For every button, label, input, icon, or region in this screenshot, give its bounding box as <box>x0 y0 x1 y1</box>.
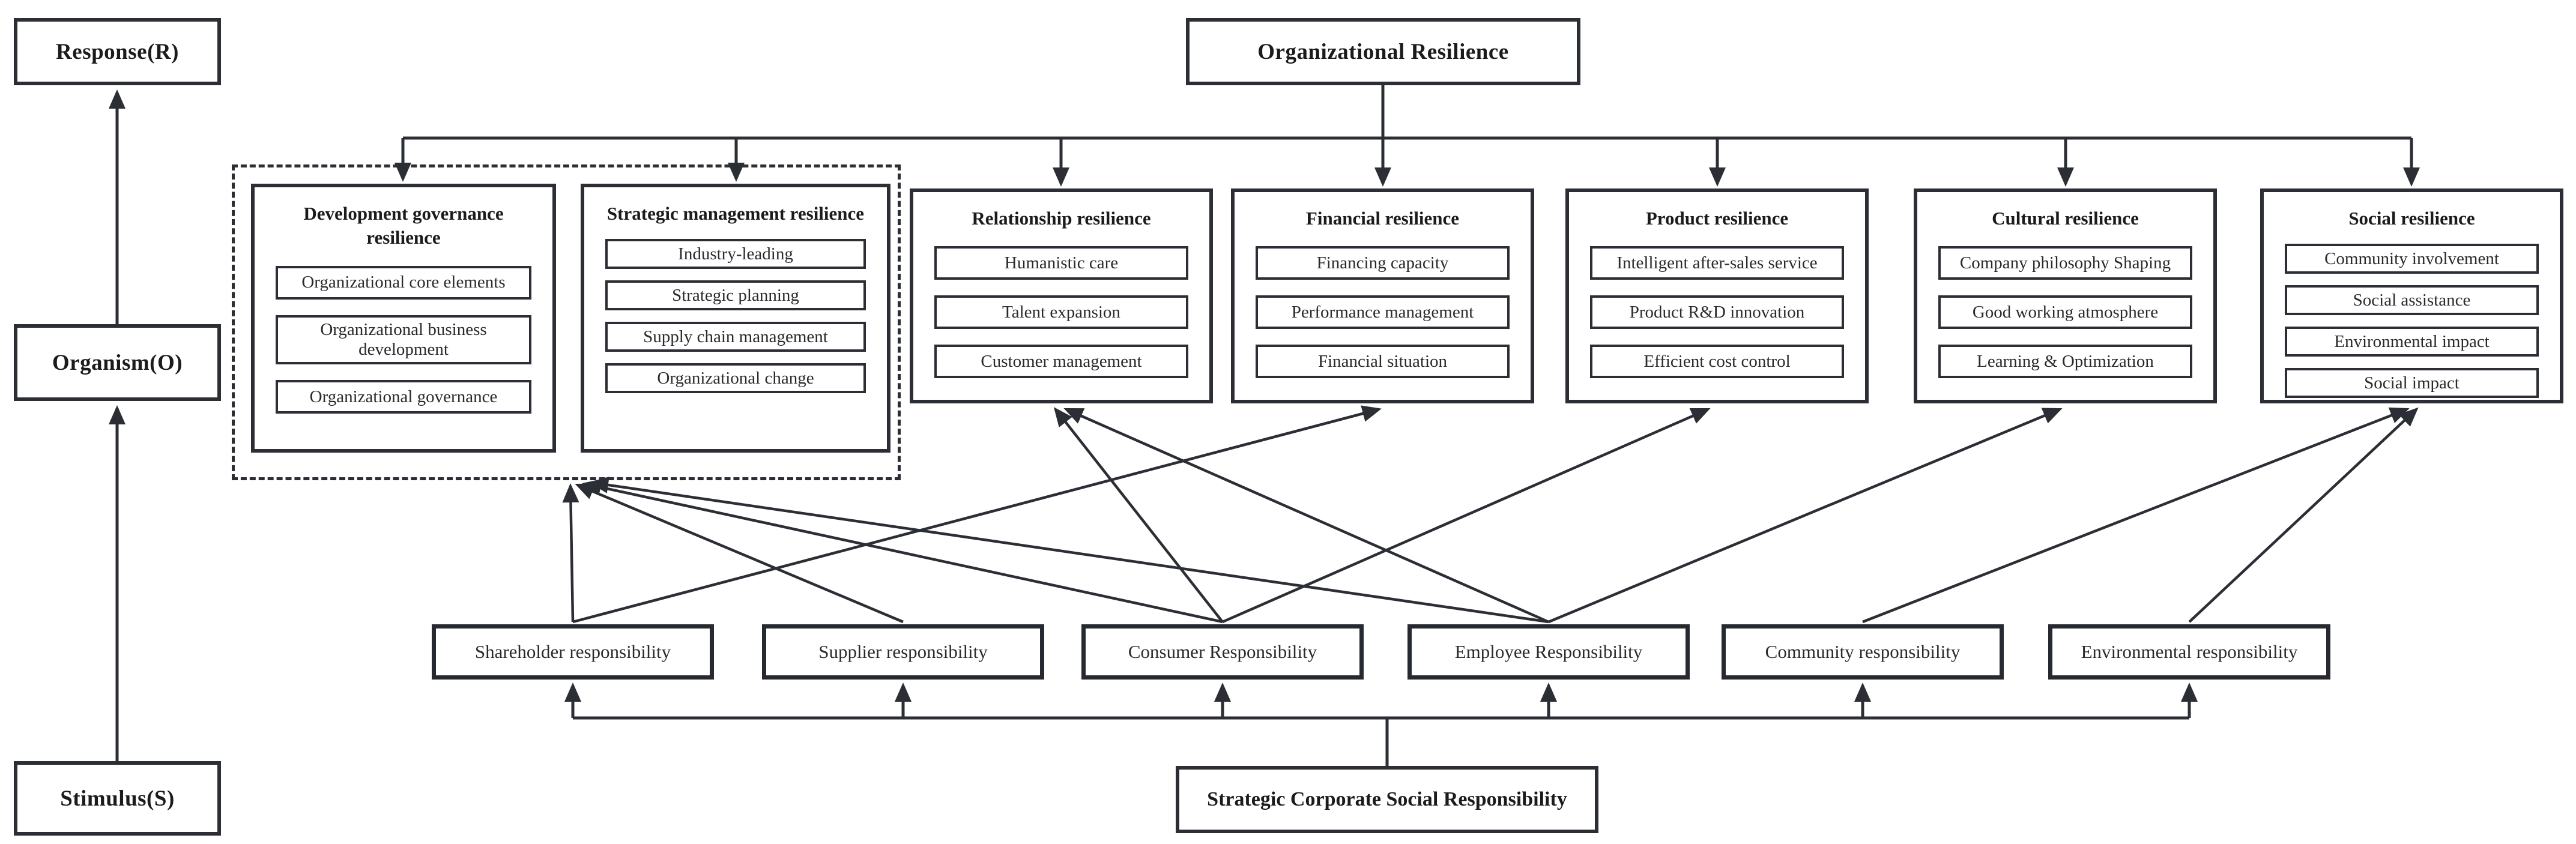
responsibility-label: Shareholder responsibility <box>474 641 671 662</box>
supplier-responsibility-box: Supplier responsibility <box>762 624 1044 680</box>
group-item: Organizational core elements <box>275 265 532 300</box>
responsibility-label: Environmental responsibility <box>2081 641 2298 662</box>
group-title: Development governance resilience <box>303 203 504 249</box>
group-item: Organizational business development <box>275 315 532 365</box>
organism-box: Organism(O) <box>14 324 221 401</box>
group-title: Cultural resilience <box>1992 208 2139 229</box>
group-item: Supply chain management <box>605 322 866 352</box>
group-item: Social impact <box>2284 368 2539 399</box>
stimulus-box: Stimulus(S) <box>14 761 221 836</box>
group-items: Industry-leading Strategic planning Supp… <box>605 239 866 394</box>
consumer-responsibility-box: Consumer Responsibility <box>1081 624 1364 680</box>
group-items: Intelligent after-sales service Product … <box>1589 246 1845 379</box>
edge-employee-to-relationship <box>1063 408 1549 624</box>
edge-community-to-social <box>1862 407 2410 624</box>
group-item: Learning & Optimization <box>1938 345 2193 379</box>
group-item: Organizational change <box>605 363 866 394</box>
response-label: Response(R) <box>56 39 179 64</box>
responsibility-label: Supplier responsibility <box>818 641 988 662</box>
group-items: Organizational core elements Organizatio… <box>275 265 532 414</box>
group-title: Social resilience <box>2348 208 2475 229</box>
group-item: Talent expansion <box>934 295 1189 330</box>
group-item: Good working atmosphere <box>1938 295 2193 330</box>
responsibility-label: Community responsibility <box>1765 641 1961 662</box>
environmental-responsibility-box: Environmental responsibility <box>2048 624 2330 680</box>
group-item: Product R&D innovation <box>1589 295 1845 330</box>
group-item: Intelligent after-sales service <box>1589 246 1845 280</box>
group-item: Financing capacity <box>1255 246 1510 280</box>
group-relationship-resilience: Relationship resilience Humanistic care … <box>910 188 1213 403</box>
shareholder-responsibility-box: Shareholder responsibility <box>432 624 714 680</box>
edge-consumer-to-relationship <box>1053 407 1224 623</box>
edge-consumer-to-dashed-group <box>582 479 1223 624</box>
organizational-resilience-label: Organizational Resilience <box>1257 39 1509 64</box>
group-item: Community involvement <box>2284 244 2539 274</box>
edge-environmental-to-social <box>2188 407 2419 623</box>
group-item: Company philosophy Shaping <box>1938 246 2193 280</box>
strategic-csr-box: Strategic Corporate Social Responsibilit… <box>1176 766 1598 833</box>
group-item: Social assistance <box>2284 285 2539 316</box>
group-financial-resilience: Financial resilience Financing capacity … <box>1231 188 1534 403</box>
group-items: Community involvement Social assistance … <box>2284 244 2539 399</box>
group-title: Product resilience <box>1645 208 1789 229</box>
group-title: Financial resilience <box>1305 208 1460 229</box>
group-item: Organizational governance <box>275 380 532 414</box>
group-items: Company philosophy Shaping Good working … <box>1938 246 2193 379</box>
edge-employee-to-cultural <box>1548 408 2063 624</box>
group-product-resilience: Product resilience Intelligent after-sal… <box>1565 188 1869 403</box>
group-title: Strategic management resilience <box>606 203 865 224</box>
group-items: Humanistic care Talent expansion Custome… <box>934 246 1189 379</box>
strategic-csr-label: Strategic Corporate Social Responsibilit… <box>1207 788 1567 810</box>
governance-strategic-dashed-group <box>232 164 901 480</box>
edge-supplier-to-dashed-group <box>575 483 904 624</box>
group-item: Strategic planning <box>605 280 866 311</box>
group-item: Performance management <box>1255 295 1510 330</box>
responsibility-label: Consumer Responsibility <box>1128 641 1317 662</box>
group-item: Financial situation <box>1255 345 1510 379</box>
edge-employee-to-dashed-group <box>589 477 1549 624</box>
group-item: Environmental impact <box>2284 327 2539 357</box>
group-title: Relationship resilience <box>972 208 1151 229</box>
group-item: Humanistic care <box>934 246 1189 280</box>
group-cultural-resilience: Cultural resilience Company philosophy S… <box>1914 188 2217 403</box>
group-item: Efficient cost control <box>1589 345 1845 379</box>
edge-consumer-to-product <box>1222 408 1711 624</box>
group-social-resilience: Social resilience Community involvement … <box>2260 188 2563 403</box>
group-item: Industry-leading <box>605 239 866 270</box>
organism-label: Organism(O) <box>52 350 183 375</box>
group-strategic-management-resilience: Strategic management resilience Industry… <box>581 184 890 453</box>
responsibility-label: Employee Responsibility <box>1454 641 1643 662</box>
edge-shareholder-to-dashed-group <box>562 483 579 622</box>
organizational-resilience-box: Organizational Resilience <box>1186 18 1580 85</box>
group-development-governance-resilience: Development governance resilience Organi… <box>251 184 556 453</box>
response-box: Response(R) <box>14 18 221 85</box>
stimulus-label: Stimulus(S) <box>60 786 175 811</box>
group-items: Financing capacity Performance managemen… <box>1255 246 1510 379</box>
community-responsibility-box: Community responsibility <box>1722 624 2004 680</box>
employee-responsibility-box: Employee Responsibility <box>1407 624 1690 680</box>
group-item: Customer management <box>934 345 1189 379</box>
